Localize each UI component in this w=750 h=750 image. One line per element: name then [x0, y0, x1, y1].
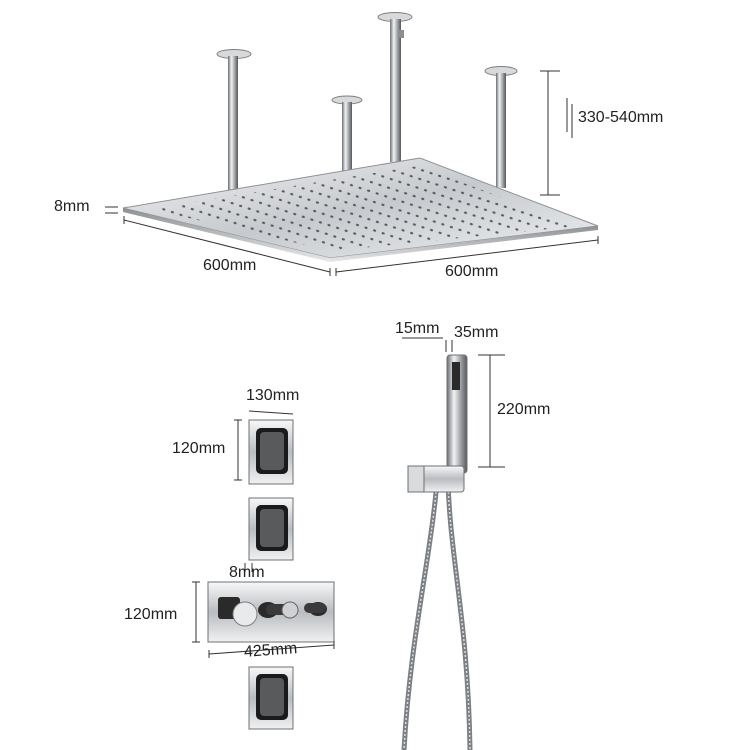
rain-shower-head [105, 12, 599, 276]
body-jet-thickness-label: 8mm [229, 564, 265, 581]
handshower-length-label: 220mm [497, 401, 551, 418]
ceiling-arm-right [484, 66, 518, 188]
hand-shower [401, 337, 505, 750]
body-jet-width-label: 130mm [246, 387, 300, 404]
thermostatic-valve [192, 563, 335, 658]
panel-thickness-label: 8mm [54, 198, 90, 215]
panel-width-label: 600mm [445, 263, 499, 280]
handshower-width-label: 35mm [454, 324, 499, 341]
ceiling-arm-center-front [331, 95, 363, 172]
ceiling-arm-center-back [377, 12, 413, 162]
handshower-neck-label: 15mm [395, 320, 440, 337]
body-jet-top [234, 410, 294, 485]
body-jet-bottom [248, 666, 294, 730]
body-jet-height-label: 120mm [172, 440, 226, 457]
arm-height-label: 330-540mm [578, 109, 664, 126]
dimension-lines-panel [105, 70, 599, 276]
panel-depth-label: 600mm [203, 257, 257, 274]
valve-height-label: 120mm [124, 606, 178, 623]
body-jet-middle [248, 497, 294, 561]
ceiling-arm-left [216, 49, 252, 190]
